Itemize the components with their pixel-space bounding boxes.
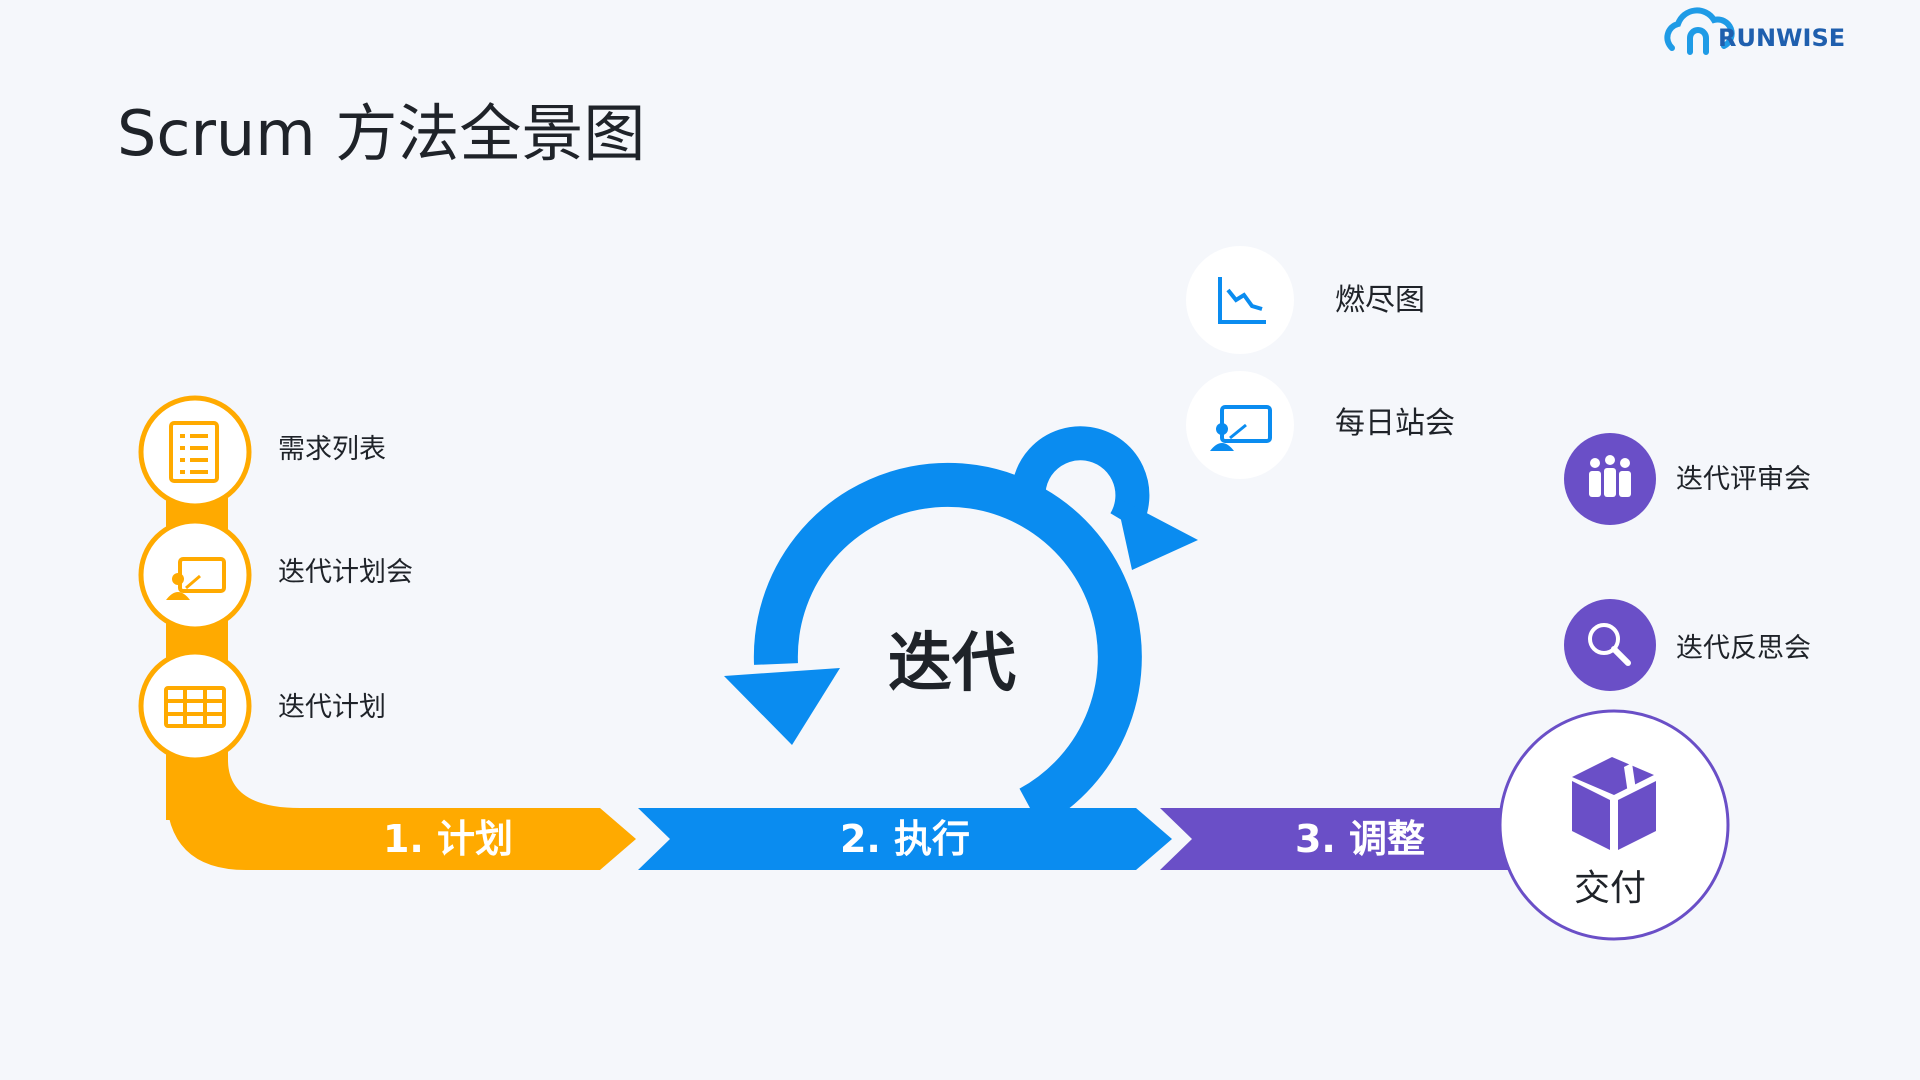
- plan-item-label: 迭代计划会: [278, 557, 413, 588]
- table-grid-icon: [164, 686, 226, 728]
- phase-label-execute: 2. 执行: [840, 817, 970, 861]
- package-box-icon: [1572, 757, 1656, 850]
- magnifier-icon: [1588, 623, 1631, 666]
- iteration-label: 迭代: [888, 627, 1016, 701]
- plan-item-backlog: [138, 395, 252, 509]
- team-icon: [1589, 455, 1631, 497]
- execute-item-label: 每日站会: [1335, 406, 1455, 441]
- execute-item-label: 燃尽图: [1335, 283, 1425, 318]
- delivery-label: 交付: [1574, 868, 1646, 909]
- plan-item-label: 迭代计划: [278, 692, 386, 723]
- plan-item-planning-meeting: [138, 518, 252, 632]
- plan-item-sprint-plan: [138, 649, 252, 763]
- presentation-icon: [166, 557, 226, 600]
- execute-item-standup: [1186, 371, 1294, 479]
- adjust-item-review: [1564, 433, 1656, 525]
- delivery-node: 交付: [1498, 709, 1730, 941]
- iteration-cycle: [724, 426, 1198, 828]
- runwise-logo: RUNWISE: [1664, 7, 1845, 55]
- adjust-item-retrospective: [1564, 599, 1656, 691]
- document-list-icon: [169, 421, 219, 483]
- execute-item-burndown: [1186, 246, 1294, 354]
- cloud-logo-icon: [1664, 7, 1735, 55]
- execute-band: [638, 808, 1172, 870]
- phase-label-plan: 1. 计划: [383, 817, 513, 861]
- page-title: Scrum 方法全景图: [117, 97, 645, 170]
- adjust-item-label: 迭代反思会: [1676, 633, 1811, 664]
- burndown-chart-icon: [1218, 277, 1266, 324]
- logo-text: RUNWISE: [1718, 24, 1845, 52]
- adjust-band: [1160, 808, 1560, 870]
- presentation-icon: [1210, 405, 1272, 451]
- plan-band: [166, 760, 636, 870]
- plan-item-label: 需求列表: [278, 434, 386, 465]
- phase-label-adjust: 3. 调整: [1295, 817, 1425, 861]
- adjust-item-label: 迭代评审会: [1676, 464, 1811, 495]
